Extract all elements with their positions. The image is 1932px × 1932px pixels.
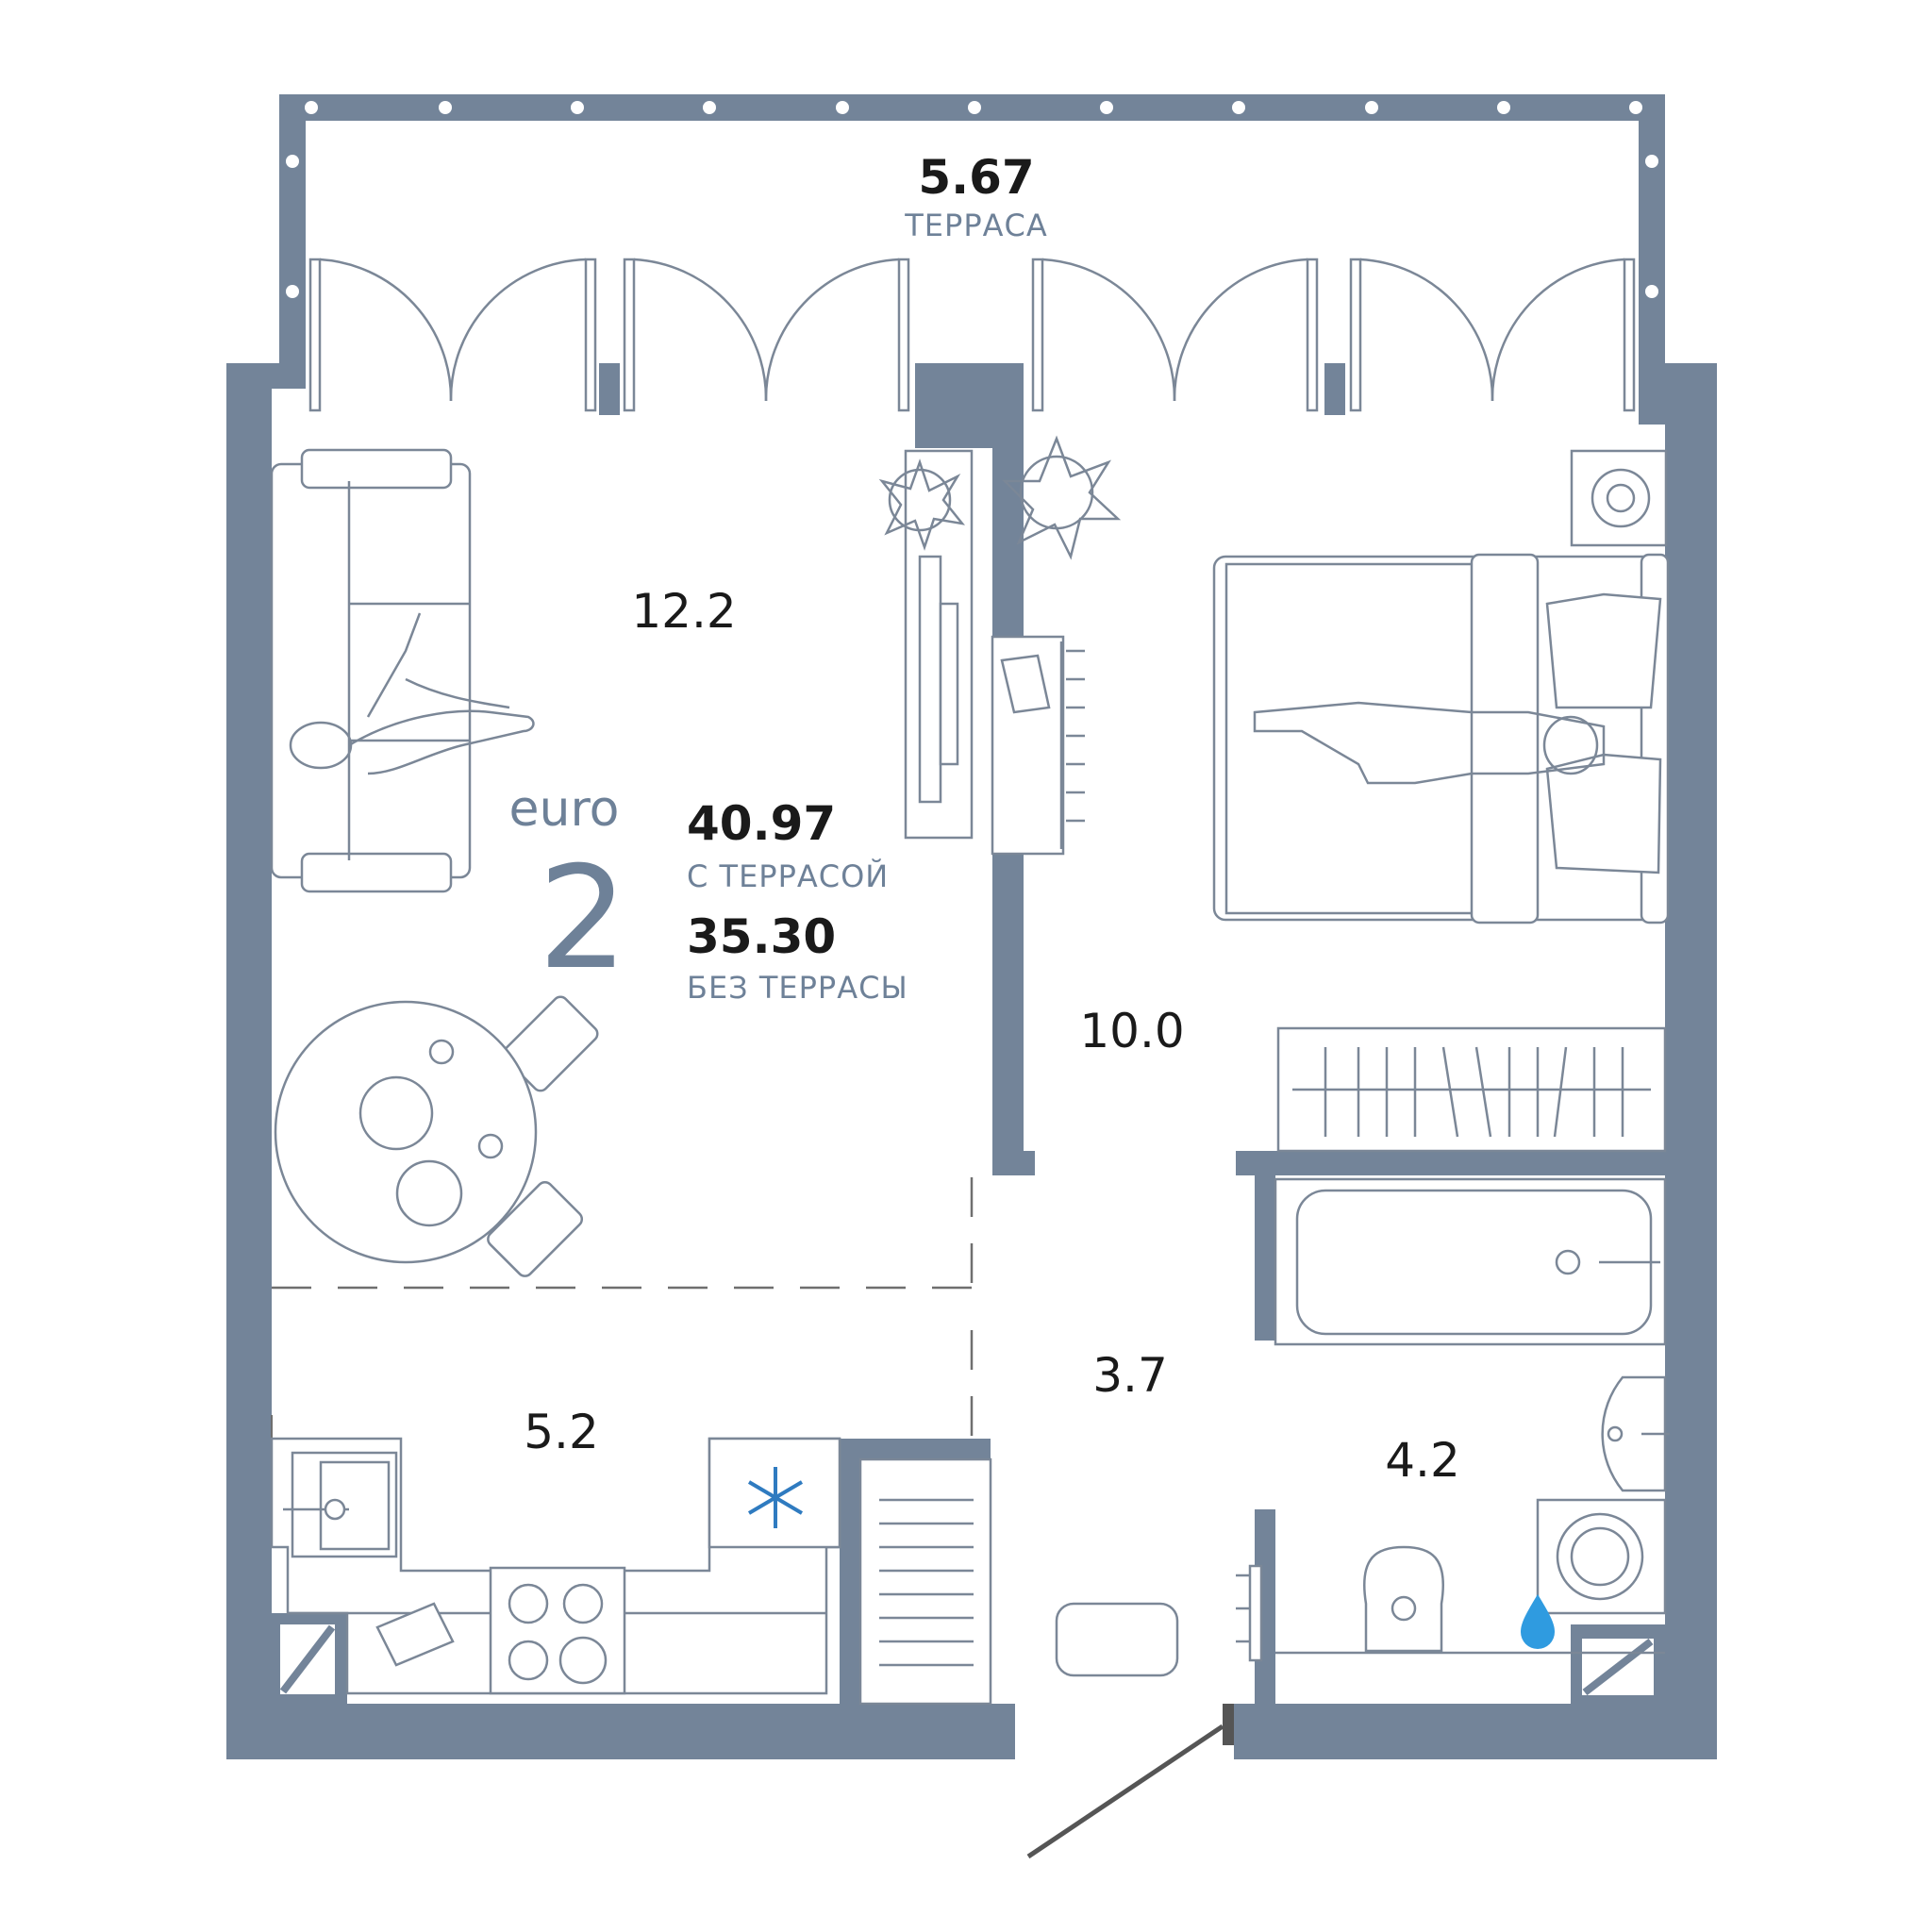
cooktop <box>489 1566 626 1695</box>
living-room-area: 12.2 <box>631 584 736 639</box>
zone-dividers <box>272 1177 974 1439</box>
total-with-terrace: 40.97 <box>687 796 836 851</box>
snowflake-icon <box>747 1467 804 1528</box>
total-without-terrace: 35.30 <box>687 909 836 964</box>
vent-lines <box>279 1624 1654 1696</box>
cutting-board <box>375 1602 455 1667</box>
bathtub <box>1274 1177 1667 1346</box>
dining-table <box>274 995 599 1277</box>
walls <box>226 94 1717 1759</box>
towel-rail <box>1236 1564 1263 1662</box>
person-in-bed <box>1253 701 1606 785</box>
plant-icon-2 <box>1001 435 1122 560</box>
kitchen-sink <box>283 1451 398 1558</box>
entrance-door <box>1026 1724 1224 1859</box>
terrace-railing-dots <box>286 101 1658 298</box>
bathroom-sink <box>1601 1375 1670 1492</box>
washing-machine <box>1536 1498 1667 1615</box>
plant-icon <box>878 458 966 551</box>
sofa <box>270 448 472 893</box>
tv-unit <box>904 449 974 840</box>
doormat <box>1055 1602 1179 1677</box>
rooms-count: 2 <box>538 837 627 1001</box>
bedroom-area: 10.0 <box>1079 1004 1184 1058</box>
terrace-label: ТЕРРАСА <box>904 208 1047 243</box>
wardrobe <box>1276 1026 1667 1153</box>
terrace-doors <box>308 258 1636 412</box>
person-on-sofa <box>289 612 535 775</box>
hall-area: 3.7 <box>1092 1348 1168 1403</box>
toilet <box>1363 1545 1444 1653</box>
bed <box>1212 553 1670 924</box>
apartment-type: euro <box>509 781 620 838</box>
kitchen-area: 5.2 <box>524 1405 599 1459</box>
desk <box>991 635 1085 856</box>
washing-machine-top <box>1570 449 1668 547</box>
hall-closet <box>858 1457 992 1706</box>
bathroom-area: 4.2 <box>1385 1433 1460 1488</box>
terrace-area: 5.67 <box>918 150 1034 205</box>
water-drop-icon <box>1521 1594 1555 1649</box>
with-terrace-label: С ТЕРРАСОЙ <box>687 858 889 894</box>
without-terrace-label: БЕЗ ТЕРРАСЫ <box>687 970 908 1006</box>
